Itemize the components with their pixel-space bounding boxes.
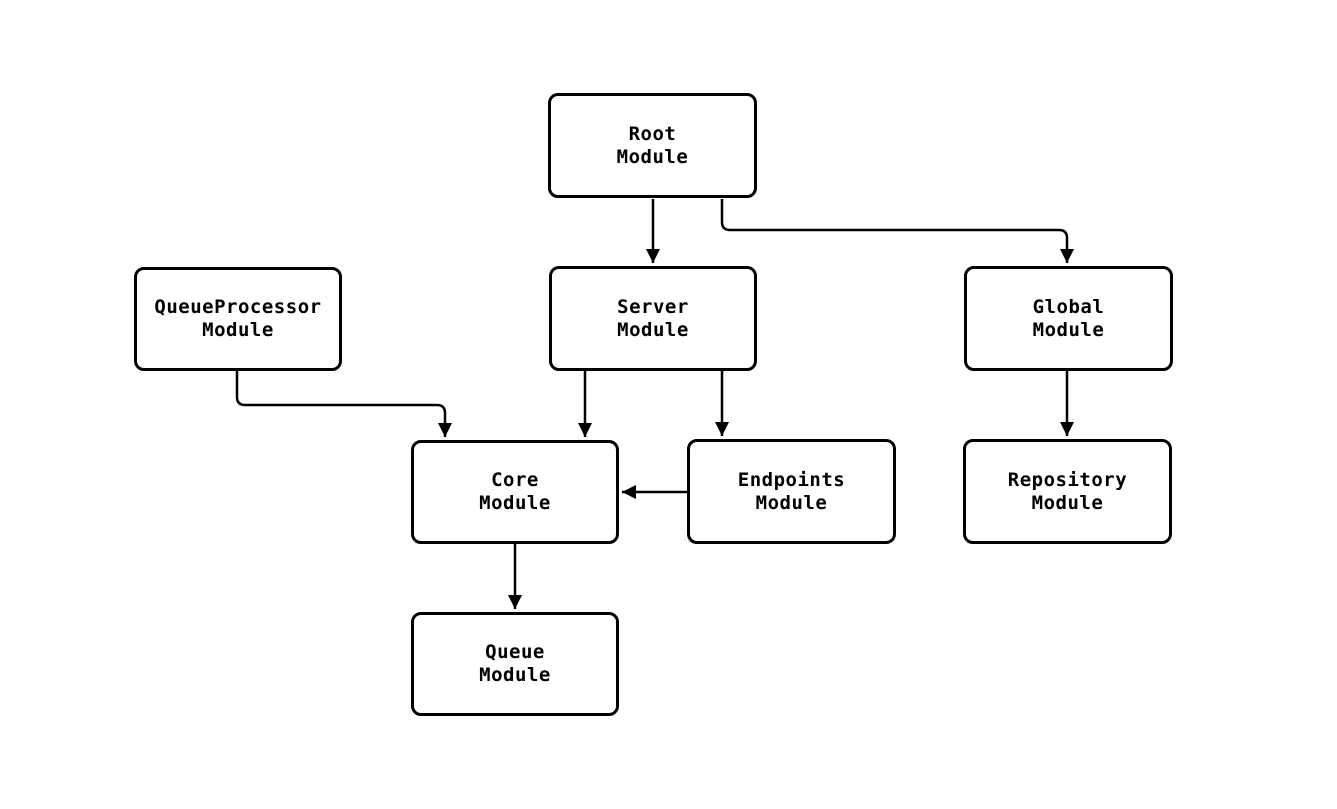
- node-core-module: Core Module: [411, 440, 619, 544]
- edge-root-to-global: [720, 199, 1074, 263]
- node-core-module-label: Core Module: [479, 469, 551, 514]
- node-endpoints-module: Endpoints Module: [687, 439, 896, 544]
- node-global-module: Global Module: [964, 266, 1173, 371]
- node-endpoints-module-label: Endpoints Module: [737, 468, 846, 514]
- node-global-module-label: Global Module: [1032, 295, 1105, 341]
- node-repository-module: Repository Module: [963, 439, 1172, 544]
- node-root-module: Root Module: [548, 93, 757, 198]
- node-root-module-label: Root Module: [616, 122, 689, 168]
- node-server-module-label: Server Module: [617, 295, 689, 341]
- edge-queueprocessor-to-core: [235, 371, 452, 437]
- node-server-module: Server Module: [549, 266, 757, 371]
- node-repository-module-label: Repository Module: [1007, 468, 1128, 514]
- node-queue-module-label: Queue Module: [479, 641, 551, 686]
- node-queueprocessor-module-label: QueueProcessor Module: [154, 296, 322, 341]
- node-queueprocessor-module: QueueProcessor Module: [134, 267, 342, 371]
- node-queue-module: Queue Module: [411, 612, 619, 716]
